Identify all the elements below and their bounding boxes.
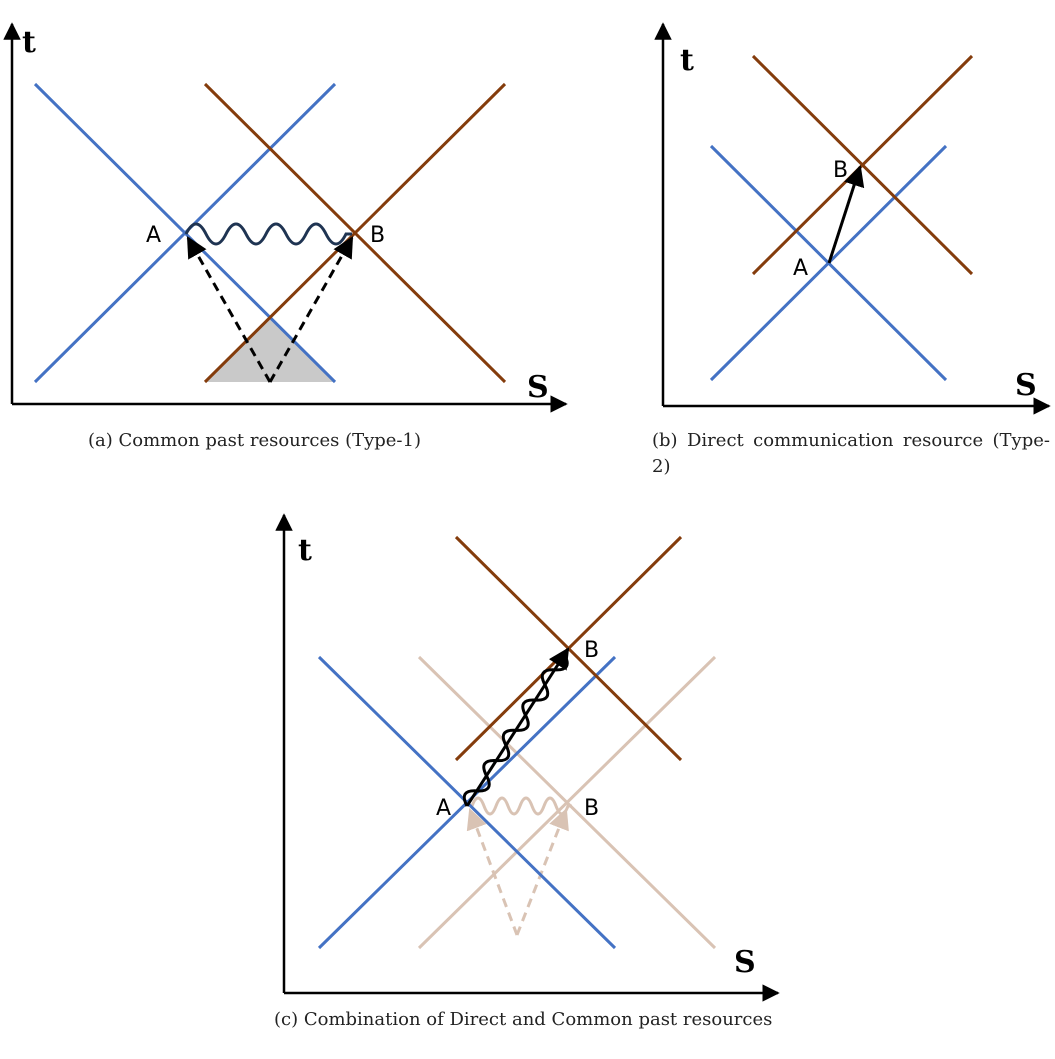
axis-t-label: t: [680, 43, 694, 78]
panel-c: t S A B B: [275, 513, 780, 1002]
faded-entanglement-wave: [470, 796, 572, 816]
direct-entanglement-wave: [462, 648, 570, 807]
faded-dashed-arrow-a: [466, 808, 519, 936]
axis-t-label: t: [22, 25, 36, 60]
point-a-label: A: [793, 256, 808, 281]
point-b-label: B: [833, 158, 848, 183]
axis-s-label: S: [527, 370, 549, 405]
caption-a: (a) Common past resources (Type-1): [88, 430, 421, 451]
dashed-arrow-to-b: [268, 236, 354, 383]
faded-dashed-arrow-b: [515, 808, 569, 936]
panel-a: t S A B: [3, 22, 568, 413]
direct-signal-arrow: [827, 165, 865, 264]
axis-s-label: S: [1015, 368, 1037, 403]
point-a-label: A: [146, 223, 161, 248]
panel-b: t S A B: [654, 22, 1051, 415]
common-past-region: [205, 318, 335, 382]
light-cone-a-line: [317, 655, 617, 950]
point-b-top-label: B: [584, 638, 599, 663]
caption-c: (c) Combination of Direct and Common pas…: [274, 1009, 773, 1030]
light-cone-a-line: [709, 144, 948, 382]
point-b-faded-label: B: [584, 796, 599, 821]
dashed-arrow-to-a: [186, 236, 272, 383]
entanglement-wave: [184, 222, 352, 246]
light-cone-b-line: [751, 54, 974, 276]
caption-b: (b) Direct communication resource (Type-…: [652, 430, 1050, 477]
light-cone-b-line: [203, 82, 507, 384]
direct-signal-arrow: [465, 647, 570, 807]
axis-t-label: t: [298, 533, 312, 568]
point-a-label: A: [436, 796, 451, 821]
faded-cone-line: [417, 655, 717, 950]
axis-s-label: S: [734, 945, 756, 980]
point-b-label: B: [370, 223, 385, 248]
